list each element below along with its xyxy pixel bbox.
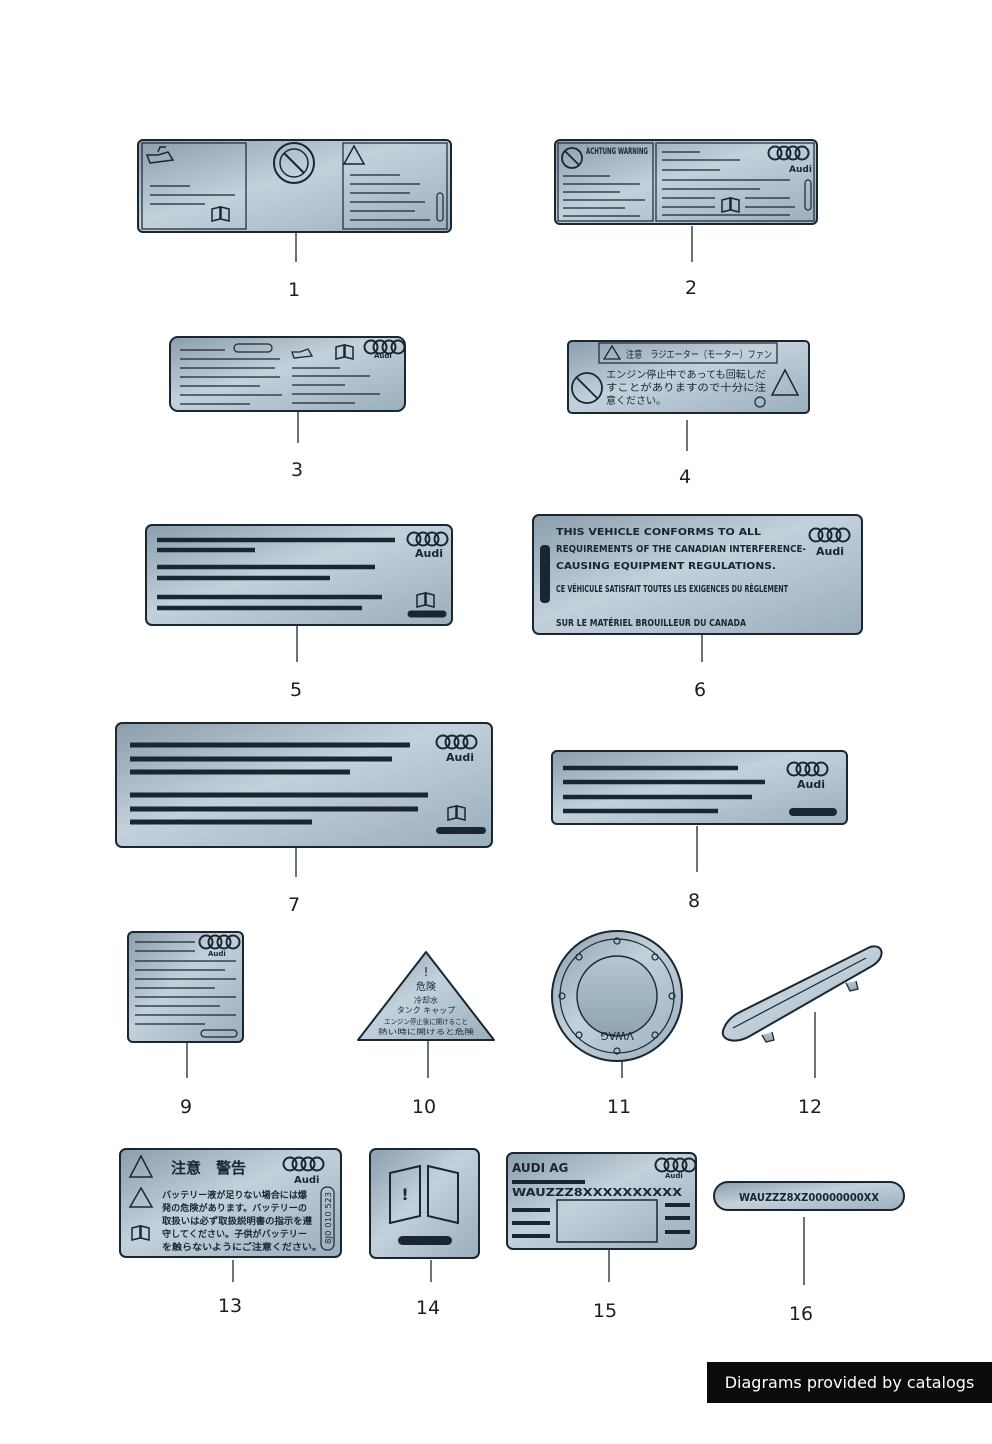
label-6: THIS VEHICLE CONFORMS TO ALL REQUIREMENT…	[532, 514, 863, 662]
label10-line-2: 冷却水	[414, 995, 438, 1005]
callout-3: 3	[290, 459, 304, 481]
label4-body-1: エンジン停止中であっても回転しだ	[606, 368, 766, 381]
brand-text: Audi	[374, 352, 392, 360]
warning-triangle-icon	[602, 344, 622, 360]
callout-16: 16	[788, 1303, 814, 1325]
label4-body-2: すことがありますので十分に注	[606, 381, 766, 394]
brand-text: Audi	[208, 950, 226, 958]
brand-text: Audi	[415, 547, 443, 560]
callout-8: 8	[687, 890, 701, 912]
warning-triangle-icon	[128, 1186, 154, 1208]
label-8: Audi	[551, 750, 848, 872]
callout-11: 11	[606, 1096, 632, 1118]
callout-7: 7	[287, 894, 301, 916]
label10-line-3: タンク キャップ	[397, 1006, 456, 1015]
label6-line-4: CE VÉHICULE SATISFAIT TOUTES LES EXIGENC…	[556, 582, 788, 595]
cap-rivets	[558, 937, 676, 1055]
label2-title: ACHTUNG WARNING	[586, 147, 648, 157]
brand-text: Audi	[665, 1172, 683, 1180]
bold-text-lines	[130, 742, 428, 825]
callout-13: 13	[217, 1295, 243, 1317]
brand-text: Audi	[789, 165, 812, 175]
bold-text-lines	[512, 1203, 690, 1238]
oil-can-icon	[291, 348, 314, 359]
callout-4: 4	[678, 466, 692, 488]
callout-14: 14	[415, 1297, 441, 1319]
label-2: ACHTUNG WARNING Audi	[554, 139, 818, 262]
text-lines	[180, 349, 380, 405]
text-lines	[135, 941, 236, 1025]
label13-part-number: 8J0 010 523	[324, 1192, 333, 1244]
callout-15: 15	[592, 1300, 618, 1322]
label15-vin: WAUZZZ8XXXXXXXXXX	[512, 1186, 683, 1199]
label6-line-5: SUR LE MATÉRIEL BROUILLEUR DU CANADA	[556, 616, 746, 629]
brand-text: Audi	[797, 778, 825, 791]
parts-diagram: ACHTUNG WARNING Audi Audi	[115, 139, 905, 1285]
no-touch-icon	[571, 372, 603, 404]
manual-book-icon	[389, 1164, 459, 1225]
label13-body-1: バッテリー液が足りない場合には爆	[162, 1189, 308, 1201]
callout-1: 1	[287, 279, 301, 301]
callout-10: 10	[411, 1096, 437, 1118]
fan-warning-icon	[770, 368, 800, 396]
fan-warning-icon	[128, 1154, 154, 1178]
label6-line-1: THIS VEHICLE CONFORMS TO ALL	[556, 527, 762, 538]
brand-text: Audi	[294, 1175, 319, 1186]
label-10: ! 危険 冷却水 タンク キャップ エンジン停止後に開けること 熱い時に開けると…	[357, 951, 495, 1078]
label-16: WAUZZZ8XZ00000000XX	[713, 1181, 905, 1285]
label-4: 注意 ラジエーター（モーター）ファン エンジン停止中であっても回転しだ すことが…	[567, 340, 810, 451]
label13-body-2: 発の危険があります。バッテリーの	[161, 1202, 307, 1214]
bold-text-lines	[157, 537, 395, 611]
label13-body-3: 取扱いは必ず取扱説明書の指示を遵	[162, 1215, 313, 1227]
label15-maker: AUDI AG	[512, 1161, 568, 1175]
label13-body-5: を触らないようにご注意ください。	[162, 1241, 322, 1253]
exclamation-icon: !	[424, 965, 429, 979]
text-lines	[350, 174, 430, 221]
callout-6: 6	[693, 679, 707, 701]
label-15: AUDI AG Audi WAUZZZ8XXXXXXXXXX	[506, 1152, 697, 1282]
label4-body-3: 意ください。	[606, 394, 666, 407]
oil-can-icon	[145, 146, 175, 164]
callout-12: 12	[797, 1096, 823, 1118]
bold-text-lines	[563, 765, 765, 814]
label-9: Audi	[127, 931, 244, 1078]
label4-warning: 注意 ラジエーター（モーター）ファン	[626, 348, 772, 361]
label-3: Audi	[169, 336, 406, 443]
no-touch-icon	[561, 147, 583, 169]
brand-text: Audi	[446, 751, 474, 764]
label6-line-2: REQUIREMENTS OF THE CANADIAN INTERFERENC…	[556, 544, 806, 555]
text-lines	[150, 185, 235, 205]
label-7: Audi	[115, 722, 493, 877]
label13-title: 注意 警告	[171, 1159, 246, 1177]
label13-body-4: 守してください。子供がバッテリー	[162, 1228, 307, 1240]
callout-5: 5	[289, 679, 303, 701]
label-5: Audi	[145, 524, 453, 662]
label10-line-4: エンジン停止後に開けること	[384, 1017, 468, 1026]
label10-line-1: 危険	[416, 981, 436, 993]
label6-line-3: CAUSING EQUIPMENT REGULATIONS.	[556, 561, 776, 572]
no-touch-icon	[273, 142, 315, 184]
label-14: !	[369, 1148, 480, 1282]
footer-credit: Diagrams provided by catalogs parts	[707, 1362, 992, 1433]
cap-ring-text: VWAG	[600, 1029, 634, 1042]
part-12-strip	[721, 945, 883, 1078]
callout-9: 9	[179, 1096, 193, 1118]
part-11-cap: VWAG	[551, 930, 683, 1078]
label-1	[137, 139, 452, 262]
label10-line-5: 熱い時に開けると危険	[378, 1027, 474, 1036]
fan-warning-icon	[342, 144, 366, 165]
label16-vin: WAUZZZ8XZ00000000XX	[739, 1191, 879, 1204]
brand-text: Audi	[816, 545, 844, 558]
label-13: 注意 警告 Audi バッテリー液が足りない場合には爆 発の危険があります。バッ…	[119, 1148, 342, 1282]
callout-2: 2	[684, 277, 698, 299]
exclamation-icon: !	[401, 1185, 408, 1204]
text-lines	[563, 151, 795, 217]
